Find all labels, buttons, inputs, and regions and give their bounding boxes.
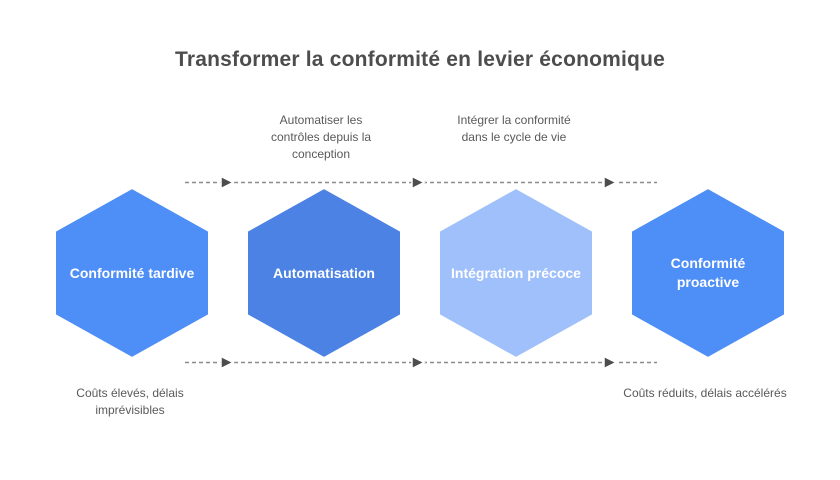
stage-conformite-tardive: Conformité tardive — [54, 187, 210, 359]
stage-automatisation: Automatisation — [246, 187, 402, 359]
stage-label: Automatisation — [273, 264, 375, 281]
transition-label-integrer: Intégrer la conformité dans le cycle de … — [457, 113, 571, 144]
outcome-label-right: Coûts réduits, délais accélérés — [623, 386, 787, 400]
arrowhead-icon — [603, 355, 618, 370]
stage-label: Conformité tardive — [69, 264, 195, 281]
flow-arrow-top — [185, 175, 657, 190]
diagram-title: Transformer la conformité en levier écon… — [174, 48, 665, 71]
stage-label: Intégration précoce — [451, 264, 581, 281]
outcome-label-left: Coûts élevés, délais imprévisibles — [76, 386, 184, 417]
arrowhead-icon — [220, 175, 235, 190]
hexagon-shape — [246, 187, 402, 359]
transition-label-automatiser: Automatiser les contrôles depuis la conc… — [270, 113, 372, 161]
stage-label: Conformité proactive — [670, 255, 746, 290]
stage-integration-precoce: Intégration précoce — [438, 187, 594, 359]
hexagon-shape — [630, 187, 786, 359]
hexagon-shape — [438, 187, 594, 359]
flow-arrow-bottom — [185, 355, 657, 370]
stage-conformite-proactive: Conformité proactive — [630, 187, 786, 359]
arrowhead-icon — [411, 355, 426, 370]
arrowhead-icon — [411, 175, 426, 190]
hexagon-shape — [54, 187, 210, 359]
arrowhead-icon — [603, 175, 618, 190]
arrowhead-icon — [220, 355, 235, 370]
